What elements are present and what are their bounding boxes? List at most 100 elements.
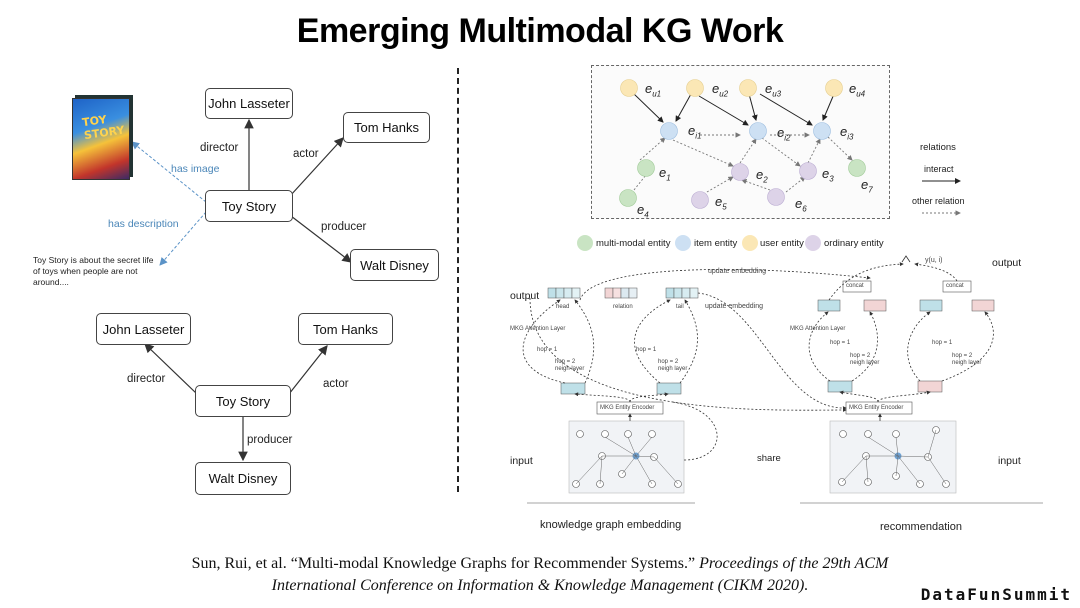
rec-attention-label: MKG Attention Layer [790, 326, 846, 332]
kge-hop1-b: hop = 1 [636, 347, 657, 353]
citation-line-1: Sun, Rui, et al. “Multi-modal Knowledge … [0, 555, 1080, 573]
kge-caption: knowledge graph embedding [540, 519, 682, 531]
legend-item-entity: item entity [694, 238, 738, 249]
edge-actor-2 [288, 345, 328, 395]
kge-neigh-a: neigh layer [555, 366, 585, 372]
section-divider [457, 68, 459, 492]
kge-encoder-label: MKG Entity Encoder [600, 405, 655, 411]
head-label: head [556, 304, 570, 310]
update-embedding-top: update embedding [708, 268, 766, 275]
node-entity-6 [767, 188, 785, 206]
rec-input-label: input [998, 455, 1021, 467]
rel-9 [741, 178, 771, 191]
concat-label-1: concat [846, 283, 864, 289]
label-e-u4: eu4 [849, 81, 866, 99]
citation-authors-title: Sun, Rui, et al. “Multi-modal Knowledge … [191, 555, 696, 572]
node-item-3 [813, 122, 831, 140]
rel-2 [672, 139, 734, 167]
kge-input-graph-box [568, 420, 685, 494]
rec-output-label: output [992, 257, 1022, 269]
label-e-6: e6 [795, 196, 807, 214]
label-e-u1: eu1 [645, 81, 662, 99]
legend-ordinary-entity: ordinary entity [824, 238, 884, 249]
interact-u1-i1 [633, 93, 664, 123]
node-tom-hanks-2: Tom Hanks [298, 313, 393, 345]
label-actor-2: actor [323, 378, 349, 390]
node-tom-hanks-1: Tom Hanks [343, 112, 430, 143]
node-toy-story-1: Toy Story [205, 190, 293, 222]
rec-caption: recommendation [880, 521, 962, 533]
label-e-5: e5 [715, 194, 727, 212]
interact-u3-i3 [759, 93, 813, 126]
kge-output-embeddings [547, 287, 699, 299]
label-e-u3: eu3 [765, 81, 782, 99]
label-e-1: e1 [659, 165, 671, 183]
rec-hop2-b: hop = 2 [952, 353, 973, 359]
node-entity-1 [637, 159, 655, 177]
node-toy-story-2: Toy Story [195, 385, 291, 417]
node-user-2 [686, 79, 704, 97]
movie-description-text: Toy Story is about the secret life of to… [33, 255, 154, 287]
label-has-description: has description [108, 218, 179, 230]
edge-has-description [159, 211, 207, 266]
citation-venue-2: International Conference on Information … [271, 577, 809, 594]
rec-neigh-b: neigh layer [952, 360, 982, 366]
node-john-lasseter-1: John Lasseter [205, 88, 293, 119]
legend-dot-multimodal [577, 235, 593, 251]
legend-dot-item [675, 235, 691, 251]
rel-5 [807, 138, 821, 164]
slide-title: Emerging Multimodal KG Work [296, 12, 784, 50]
label-producer-2: producer [247, 434, 293, 446]
rec-hop2-a: hop = 2 [850, 353, 871, 359]
node-walt-disney-1: Walt Disney [350, 249, 439, 281]
prediction-label: y(u, i) [925, 257, 943, 264]
concat-label-2: concat [946, 283, 964, 289]
node-entity-2 [731, 163, 749, 181]
other-relation-label: other relation [912, 196, 965, 206]
label-e-u2: eu2 [712, 81, 729, 99]
legend-dot-ordinary [805, 235, 821, 251]
prediction-symbol [901, 255, 911, 263]
node-user-3 [739, 79, 757, 97]
node-user-1 [620, 79, 638, 97]
kge-output-label: output [510, 290, 540, 302]
citation-venue-1: Proceedings of the 29th ACM [699, 555, 889, 572]
datafun-watermark: DataFunSummit [920, 585, 1072, 604]
kge-neigh-b: neigh layer [658, 366, 688, 372]
interact-u3-i2 [748, 93, 758, 121]
rec-hop1-a: hop = 1 [830, 340, 851, 346]
edge-has-image [131, 141, 207, 203]
rel-10 [785, 176, 806, 193]
share-label: share [757, 453, 781, 464]
citation-line-2: International Conference on Information … [0, 577, 1080, 595]
node-item-2 [749, 122, 767, 140]
kge-layer-embeddings [560, 299, 995, 395]
node-item-1 [660, 122, 678, 140]
toy-story-poster-image: TOY STORY [72, 98, 130, 180]
kge-input-label: input [510, 455, 533, 467]
interact-u4-i3 [822, 93, 835, 121]
rec-neigh-a: neigh layer [850, 360, 880, 366]
rel-3 [739, 138, 757, 164]
label-e-7: e7 [861, 177, 873, 195]
label-actor-1: actor [293, 148, 319, 160]
rel-1 [639, 137, 666, 161]
label-e-3: e3 [822, 166, 834, 184]
label-director-2: director [127, 373, 166, 385]
label-e-i1: ei1 [688, 123, 702, 141]
kge-hop2-a: hop = 2 [555, 359, 576, 365]
graph1-edges [131, 118, 352, 462]
node-walt-disney-2: Walt Disney [195, 462, 291, 495]
kge-attention-label: MKG Attention Layer [510, 326, 566, 332]
node-entity-4 [619, 189, 637, 207]
interact-u2-i1 [675, 93, 692, 122]
label-has-image: has image [171, 163, 220, 175]
concat-box-1 [842, 280, 872, 293]
interact-label: interact [924, 164, 954, 174]
legend-user-entity: user entity [760, 238, 804, 249]
legend-dot-user [742, 235, 758, 251]
edge-director-2 [144, 343, 198, 395]
node-entity-3 [799, 162, 817, 180]
